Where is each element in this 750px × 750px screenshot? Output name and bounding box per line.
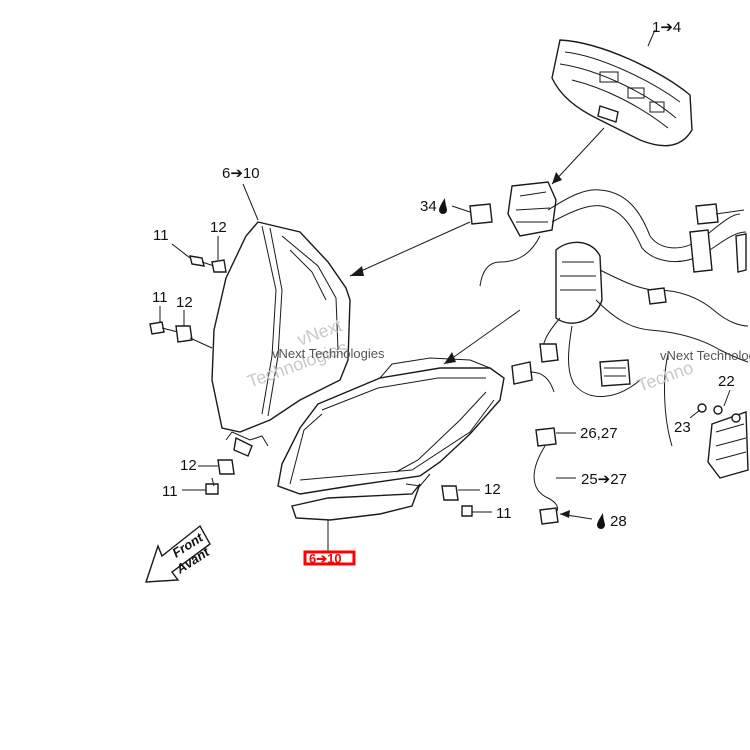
label-12c: 12	[180, 457, 197, 474]
label-relay-22: 22	[718, 373, 735, 390]
arrowhead	[350, 266, 364, 276]
headlight-cover	[211, 221, 351, 457]
watermark: vNext Technologies	[272, 346, 385, 361]
watermark: vNext Technolog	[660, 348, 750, 363]
headlight-assembly	[277, 357, 505, 521]
fastener-group-c	[205, 459, 235, 495]
label-connector-ref: 34	[420, 198, 437, 215]
leader-cover	[242, 183, 259, 221]
label-top-right: 1➔4	[652, 19, 681, 36]
label-cover-ref: 6➔10	[222, 165, 260, 182]
fastener-group-a	[189, 255, 227, 273]
label-sensor-b: 25➔27	[581, 471, 627, 488]
label-11b: 11	[152, 289, 168, 306]
instrument-cluster	[551, 39, 693, 147]
label-11a: 11	[153, 227, 169, 244]
wiring-harness	[469, 181, 749, 397]
front-arrow-icon: Front Avant	[145, 524, 212, 583]
fastener-group-b	[149, 321, 193, 343]
oil-drop-icon	[597, 513, 605, 529]
label-11d: 11	[496, 505, 512, 522]
arrow-cluster-harness	[551, 127, 605, 185]
leader-top-right	[647, 29, 656, 47]
arrow-cover-harness	[349, 221, 471, 277]
fastener-group-d	[441, 485, 473, 517]
label-12b: 12	[176, 294, 193, 311]
label-relay-23: 23	[674, 419, 691, 436]
highlight-box[interactable]	[303, 550, 356, 566]
label-11c: 11	[162, 483, 178, 500]
label-12a: 12	[210, 219, 227, 236]
label-sensor-c: 28	[610, 513, 627, 530]
label-highlighted-ref[interactable]: 6➔10	[309, 551, 342, 566]
oxygen-sensor	[533, 427, 559, 525]
label-12d: 12	[484, 481, 501, 498]
label-sensor-a: 26,27	[580, 425, 618, 442]
arrow-headlight-harness	[443, 309, 521, 365]
relay-box	[664, 353, 749, 479]
oil-drop-icon	[439, 198, 447, 214]
